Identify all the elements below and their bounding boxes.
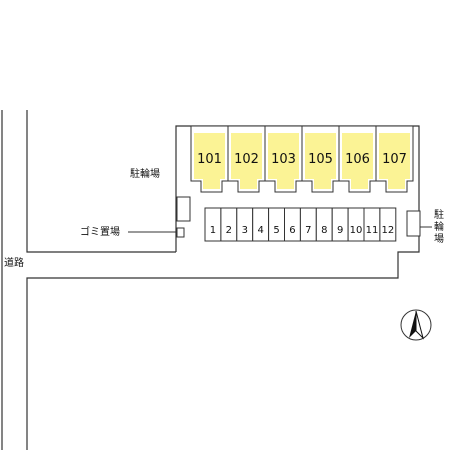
garbage-area [176,227,185,238]
parking-slot-label: 3 [242,225,248,236]
parking-slot-label: 5 [273,225,279,236]
parking-slot-label: 1 [210,225,216,236]
unit-label: 101 [197,152,222,167]
unit-105: 105 [301,125,340,193]
unit-fill [194,133,225,189]
bicycle-right-char-1: 駐 [434,208,444,221]
parking-slot-label: 12 [381,225,394,236]
unit-106: 106 [338,125,377,193]
unit-103: 103 [264,125,303,193]
unit-101: 101 [190,125,229,193]
road-label: 道路 [4,256,24,269]
unit-label: 103 [271,152,296,167]
unit-107: 107 [375,125,414,193]
road-boundary-inner [26,110,176,253]
parking-slot-label: 6 [289,225,295,236]
parking-slot-label: 9 [337,225,343,236]
unit-fill [231,133,262,189]
parking-slot-label: 2 [226,225,232,236]
unit-label: 102 [234,152,259,167]
bicycle-parking-left-label: 駐輪場 [130,167,160,180]
parking-slot-label: 8 [321,225,327,236]
unit-fill [268,133,299,189]
parking-slot-label: 10 [350,225,363,236]
garbage-label: ゴミ置場 [80,225,120,238]
bicycle-parking-right-area [406,210,421,237]
apartment-units: 101 102 103 105 106 107 [190,125,414,193]
parking-slot-label: 4 [257,225,263,236]
bicycle-parking-right-label: 駐 輪 場 [434,208,444,245]
parking-slot-12 [379,207,397,242]
unit-fill [305,133,336,189]
unit-fill [379,133,410,189]
unit-label: 106 [345,152,370,167]
unit-fill [342,133,373,189]
unit-102: 102 [227,125,266,193]
bicycle-right-char-3: 場 [434,232,444,245]
bicycle-right-char-2: 輪 [434,220,444,233]
bicycle-parking-left-area [176,196,191,222]
unit-label: 105 [308,152,333,167]
parking-slot-label: 11 [366,225,379,236]
parking-slot-label: 7 [305,225,311,236]
unit-label: 107 [382,152,407,167]
north-arrow-icon [400,309,432,341]
